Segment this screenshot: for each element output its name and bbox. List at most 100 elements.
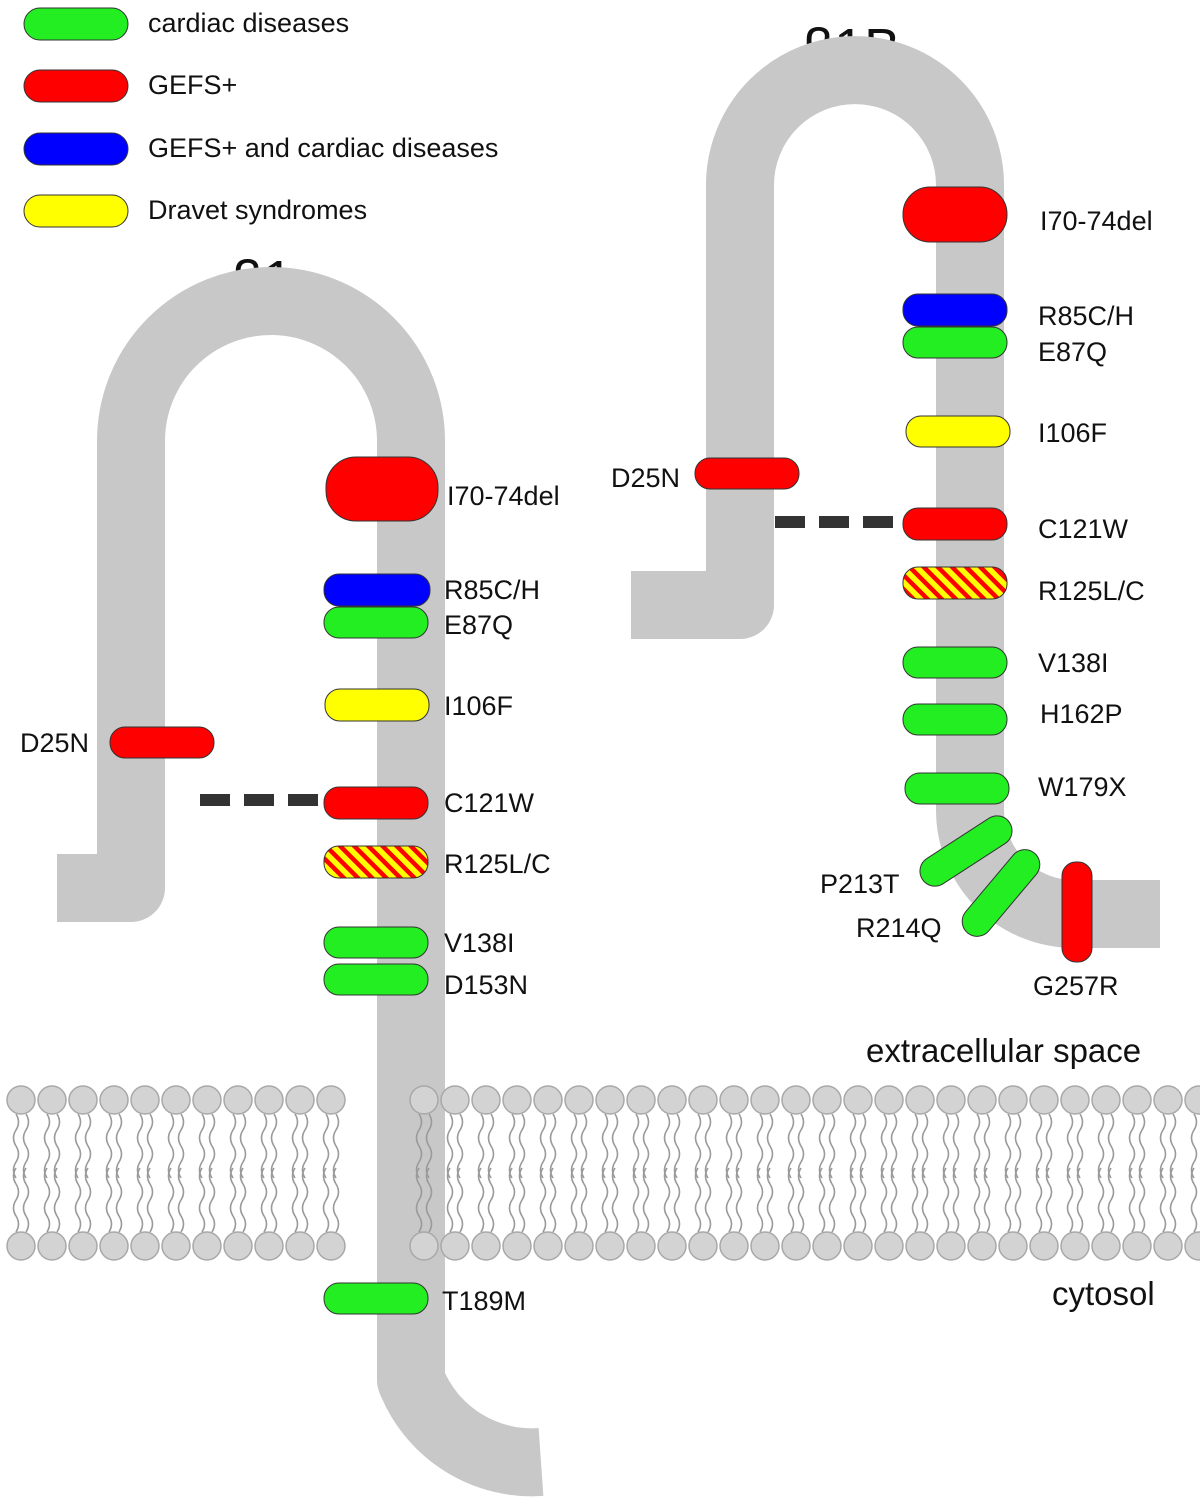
lipid-tail-upper (735, 1113, 743, 1179)
mutation-marker-e87q-beta1 (323, 606, 429, 639)
mutation-label-t189m-beta1: T189M (442, 1286, 526, 1316)
lipid-head-upper (626, 1085, 656, 1115)
mutation-label-g257r-beta1b: G257R (1033, 971, 1119, 1001)
lipid-tail-upper (756, 1113, 764, 1179)
lipid-head-lower (781, 1231, 811, 1261)
lipid-tail-lower (539, 1167, 547, 1233)
mutation-marker-e87q-beta1b (902, 326, 1008, 359)
legend-item-gefs: GEFS+ (23, 69, 237, 103)
lipid-tail-upper (942, 1113, 950, 1179)
lipid-tail-lower (456, 1167, 464, 1233)
lipid-head-lower (998, 1231, 1028, 1261)
lipid-tail-lower (1076, 1167, 1084, 1233)
lipid-tail-lower (115, 1167, 123, 1233)
mutation-label-r85ch-beta1b: R85C/H (1038, 301, 1134, 331)
lipid-head-lower (409, 1231, 439, 1261)
mutation-label-d25n-beta1: D25N (20, 728, 89, 758)
legend-label-gefs: GEFS+ (148, 70, 237, 100)
lipid-head-upper (1091, 1085, 1121, 1115)
mutation-marker-w179x-beta1b (904, 772, 1010, 805)
lipid-head-lower (719, 1231, 749, 1261)
lipid-tail-lower (611, 1167, 619, 1233)
lipid-head-upper (874, 1085, 904, 1115)
mutation-marker-d25n-beta1 (109, 726, 215, 759)
mutation-label-v138i-beta1b: V138I (1038, 648, 1109, 678)
lipid-tail-upper (787, 1113, 795, 1179)
lipid-tail-lower (983, 1167, 991, 1233)
mutation-label-i70-74del-beta1: I70-74del (447, 481, 560, 511)
lipid-tail-lower (53, 1167, 61, 1233)
legend-item-dravet: Dravet syndromes (23, 194, 367, 228)
lipid-tail-lower (663, 1167, 671, 1233)
lipid-tail-upper (549, 1113, 557, 1179)
lipid-tail-lower (828, 1167, 836, 1233)
lipid-tail-upper (1014, 1113, 1022, 1179)
lipid-tail-lower (1035, 1167, 1043, 1233)
lipid-tail-lower (1045, 1167, 1053, 1233)
lipid-tail-lower (270, 1167, 278, 1233)
lipid-head-lower (285, 1231, 315, 1261)
lipid-tail-upper (601, 1113, 609, 1179)
lipid-tail-upper (1004, 1113, 1012, 1179)
lipid-tail-lower (849, 1167, 857, 1233)
mutation-marker-i106f-beta1 (324, 688, 430, 722)
lipid-tail-upper (332, 1113, 340, 1179)
lipid-tail-upper (487, 1113, 495, 1179)
lipid-tail-upper (1190, 1113, 1198, 1179)
lipid-tail-upper (1097, 1113, 1105, 1179)
lipid-head-lower (37, 1231, 67, 1261)
lipid-tail-upper (539, 1113, 547, 1179)
lipid-head-upper (1122, 1085, 1152, 1115)
lipid-head-upper (1060, 1085, 1090, 1115)
lipid-tail-lower (632, 1167, 640, 1233)
legend-label-gefs-cardiac: GEFS+ and cardiac diseases (148, 133, 498, 163)
lipid-tail-upper (611, 1113, 619, 1179)
legend-label-dravet: Dravet syndromes (148, 195, 367, 225)
lipid-tail-upper (301, 1113, 309, 1179)
lipid-tail-lower (322, 1167, 330, 1233)
lipid-tail-lower (146, 1167, 154, 1233)
lipid-tail-lower (208, 1167, 216, 1233)
lipid-head-lower (471, 1231, 501, 1261)
mutation-label-c121w-beta1b: C121W (1038, 514, 1129, 544)
lipid-head-lower (502, 1231, 532, 1261)
lipid-tail-lower (549, 1167, 557, 1233)
lipid-head-upper (688, 1085, 718, 1115)
lipid-head-lower (68, 1231, 98, 1261)
legend-item-gefs-cardiac: GEFS+ and cardiac diseases (23, 132, 498, 166)
lipid-tail-upper (911, 1113, 919, 1179)
lipid-head-lower (1091, 1231, 1121, 1261)
mutation-label-e87q-beta1b: E87Q (1038, 337, 1107, 367)
lipid-tail-upper (260, 1113, 268, 1179)
lipid-tail-lower (1169, 1167, 1177, 1233)
lipid-tail-upper (694, 1113, 702, 1179)
lipid-tail-upper (198, 1113, 206, 1179)
lipid-tail-upper (177, 1113, 185, 1179)
lipid-tail-lower (446, 1167, 454, 1233)
lipid-head-lower (1153, 1231, 1183, 1261)
lipid-tail-upper (704, 1113, 712, 1179)
lipid-tail-upper (415, 1113, 423, 1179)
mutation-label-r214q-beta1b: R214Q (856, 913, 942, 943)
mutation-label-h162p-beta1b: H162P (1040, 699, 1123, 729)
lipid-tail-upper (146, 1113, 154, 1179)
lipid-tail-upper (632, 1113, 640, 1179)
lipid-tail-upper (508, 1113, 516, 1179)
lipid-tail-lower (952, 1167, 960, 1233)
lipid-tail-lower (84, 1167, 92, 1233)
mutations-beta1b: I70-74del R85C/H E87Q I106F D25N C121W R… (611, 186, 1153, 1001)
lipid-tail-upper (12, 1113, 20, 1179)
lipid-tail-lower (580, 1167, 588, 1233)
lipid-tail-upper (725, 1113, 733, 1179)
mutation-marker-i70-74del-beta1 (325, 456, 439, 522)
mutation-label-i106f-beta1b: I106F (1038, 418, 1107, 448)
mutation-marker-r85ch-beta1 (323, 573, 431, 607)
lipid-tail-lower (425, 1167, 433, 1233)
lipid-tail-lower (12, 1167, 20, 1233)
mutation-marker-t189m-beta1 (323, 1282, 429, 1315)
lipid-head-lower (533, 1231, 563, 1261)
lipid-tail-lower (518, 1167, 526, 1233)
lipid-head-upper (99, 1085, 129, 1115)
lipid-head-lower (254, 1231, 284, 1261)
lipid-tail-lower (797, 1167, 805, 1233)
